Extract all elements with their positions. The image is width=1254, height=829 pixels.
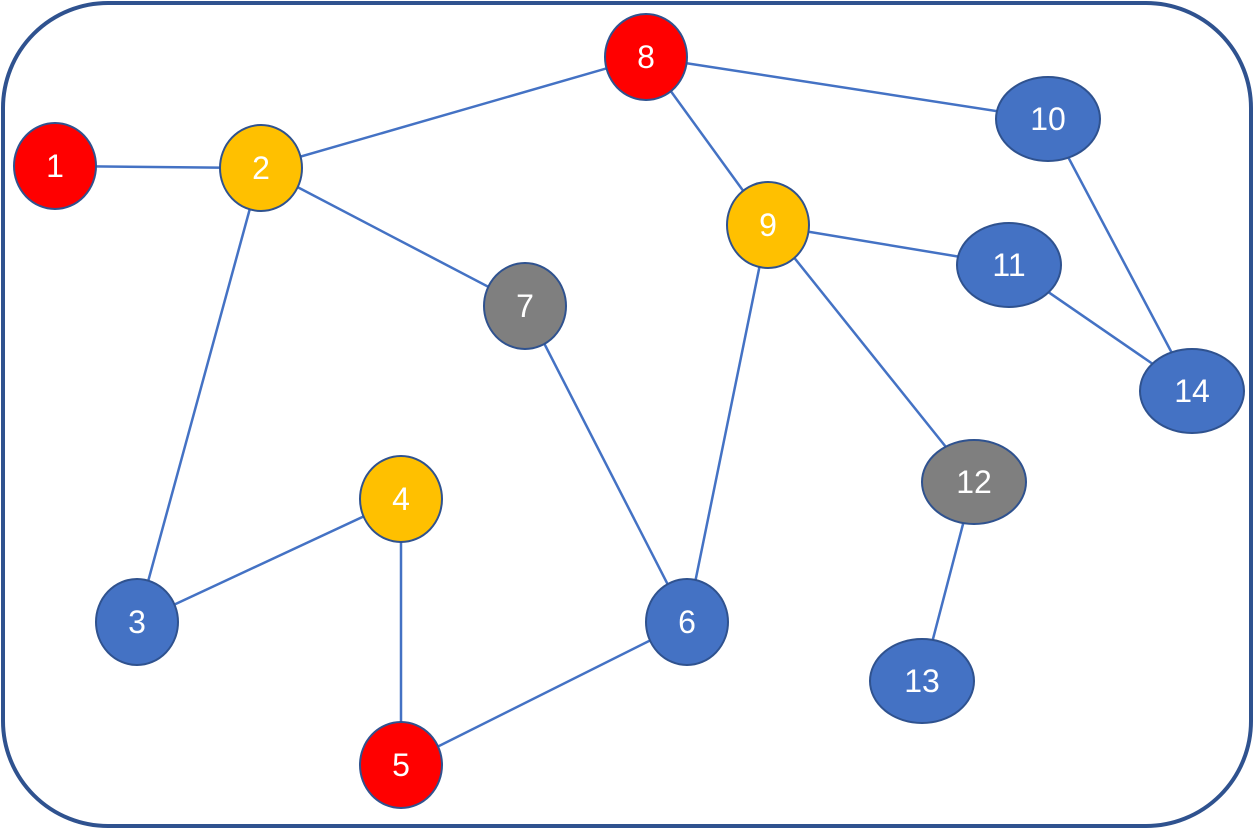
edge-2-3 bbox=[135, 167, 263, 623]
node-1: 1 bbox=[13, 122, 97, 210]
node-7-label: 7 bbox=[516, 288, 534, 324]
edge-9-12 bbox=[767, 224, 975, 483]
node-11-label: 11 bbox=[992, 247, 1025, 283]
node-3: 3 bbox=[95, 578, 179, 666]
node-2-circle bbox=[219, 124, 303, 212]
edge-5-6 bbox=[400, 620, 688, 767]
node-10-label: 10 bbox=[1030, 101, 1066, 137]
node-14: 14 bbox=[1139, 348, 1245, 434]
node-4-label: 4 bbox=[392, 481, 410, 517]
node-2: 2 bbox=[219, 124, 303, 212]
node-8: 8 bbox=[604, 13, 688, 101]
node-10-circle bbox=[995, 76, 1101, 162]
node-7: 7 bbox=[483, 262, 567, 350]
edge-10-14 bbox=[1046, 118, 1194, 392]
node-5-circle bbox=[359, 721, 443, 809]
edge-3-4 bbox=[136, 497, 402, 624]
node-2-label: 2 bbox=[252, 150, 270, 186]
edges-layer bbox=[54, 55, 1194, 767]
node-9-circle bbox=[726, 181, 810, 269]
edge-7-6 bbox=[523, 305, 689, 623]
node-11-circle bbox=[956, 222, 1062, 308]
node-6-label: 6 bbox=[678, 604, 696, 640]
node-5: 5 bbox=[359, 721, 443, 809]
node-13-label: 13 bbox=[904, 663, 940, 699]
node-9-label: 9 bbox=[759, 207, 777, 243]
node-1-circle bbox=[13, 122, 97, 210]
node-3-label: 3 bbox=[128, 604, 146, 640]
node-10: 10 bbox=[995, 76, 1101, 162]
node-9: 9 bbox=[726, 181, 810, 269]
node-8-label: 8 bbox=[637, 39, 655, 75]
node-12-label: 12 bbox=[956, 464, 992, 500]
edge-6-9 bbox=[685, 224, 770, 623]
node-12: 12 bbox=[921, 439, 1027, 525]
node-6-circle bbox=[645, 578, 729, 666]
node-12-circle bbox=[921, 439, 1027, 525]
node-3-circle bbox=[95, 578, 179, 666]
node-14-circle bbox=[1139, 348, 1245, 434]
edge-8-10 bbox=[645, 55, 1049, 121]
node-8-circle bbox=[604, 13, 688, 101]
node-14-label: 14 bbox=[1174, 373, 1210, 409]
node-1-label: 1 bbox=[46, 148, 64, 184]
node-4-circle bbox=[359, 455, 443, 543]
node-6: 6 bbox=[645, 578, 729, 666]
edge-2-7 bbox=[260, 166, 526, 308]
node-5-label: 5 bbox=[392, 747, 410, 783]
node-13: 13 bbox=[869, 638, 975, 724]
node-11: 11 bbox=[956, 222, 1062, 308]
node-13-circle bbox=[869, 638, 975, 724]
edge-2-8 bbox=[260, 55, 647, 170]
node-4: 4 bbox=[359, 455, 443, 543]
node-7-circle bbox=[483, 262, 567, 350]
